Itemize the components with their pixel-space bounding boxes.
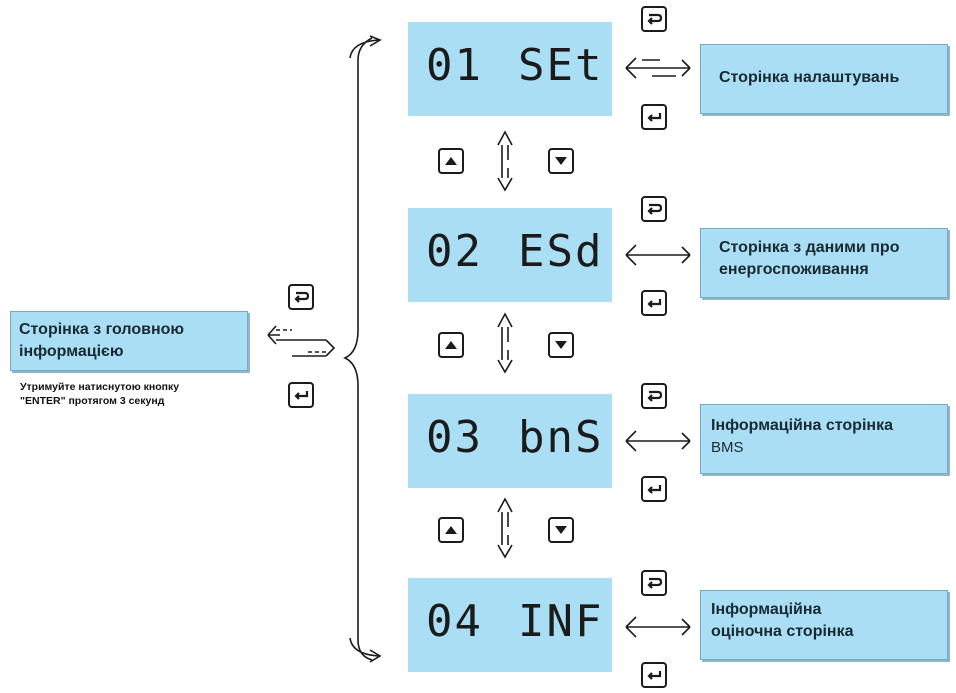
lcd-screen-2: 02 ESd: [408, 208, 612, 302]
screen4-enter-button[interactable]: [641, 662, 667, 688]
return-icon: [294, 291, 310, 303]
screen4-back-button[interactable]: [641, 570, 667, 596]
main-info-label-line2: інформацією: [19, 343, 124, 360]
hold-enter-note-line1: Утримуйте натиснутою кнопку: [20, 381, 180, 393]
evaluation-page-label-line1: Інформаційна: [711, 601, 822, 618]
brace-bottom-arrow: [349, 637, 382, 663]
up-button-1[interactable]: [438, 148, 464, 174]
screen3-back-button[interactable]: [641, 383, 667, 409]
hold-enter-note-line2: "ENTER" протягом 3 секунд: [20, 395, 165, 407]
group-brace: [343, 37, 373, 661]
down-button-1[interactable]: [548, 148, 574, 174]
main-info-box: Сторінка з головною інформацією: [10, 311, 248, 371]
enter-icon: [647, 113, 662, 122]
screen1-enter-button[interactable]: [641, 104, 667, 130]
down-arrow-icon: [555, 526, 567, 534]
down-arrow-icon: [555, 157, 567, 165]
lcd-screen-1: 01 SEt: [408, 22, 612, 116]
screen1-double-arrow: [625, 57, 691, 79]
updown-arrow-2: [497, 312, 513, 374]
main-enter-button[interactable]: [288, 382, 314, 408]
screen4-code: 04: [426, 596, 483, 647]
enter-icon: [647, 299, 662, 308]
screen2-name: ESd: [518, 226, 604, 277]
screen2-enter-button[interactable]: [641, 290, 667, 316]
screen2-code: 02: [426, 226, 483, 277]
settings-page-label: Сторінка налаштувань: [719, 69, 900, 86]
bms-page-box: Інформаційна сторінка BMS: [700, 404, 948, 474]
up-button-3[interactable]: [438, 517, 464, 543]
screen3-code: 03: [426, 412, 483, 463]
screen3-enter-button[interactable]: [641, 476, 667, 502]
screen1-back-button[interactable]: [641, 6, 667, 32]
bms-page-label-line1: Інформаційна сторінка: [711, 417, 893, 434]
return-icon: [647, 577, 663, 589]
lcd-screen-3: 03 bnS: [408, 394, 612, 488]
screen4-name: INF: [518, 596, 604, 647]
screen4-double-arrow: [625, 616, 691, 638]
enter-icon: [294, 391, 309, 400]
up-button-2[interactable]: [438, 332, 464, 358]
energy-page-label-line1: Сторінка з даними про: [719, 239, 900, 256]
screen3-name: bnS: [518, 412, 604, 463]
hold-enter-note: Утримуйте натиснутою кнопку "ENTER" прот…: [20, 380, 179, 408]
up-arrow-icon: [445, 526, 457, 534]
down-button-3[interactable]: [548, 517, 574, 543]
brace-top-arrow: [349, 35, 382, 59]
return-icon: [647, 390, 663, 402]
enter-icon: [647, 485, 662, 494]
screen1-code: 01: [426, 40, 483, 91]
bms-page-label-line2: BMS: [711, 439, 744, 456]
down-arrow-icon: [555, 341, 567, 349]
lcd-screen-4: 04 INF: [408, 578, 612, 672]
return-icon: [647, 13, 663, 25]
up-arrow-icon: [445, 157, 457, 165]
screen2-double-arrow: [625, 244, 691, 266]
updown-arrow-3: [497, 497, 513, 559]
screen3-double-arrow: [625, 430, 691, 452]
energy-page-box: Сторінка з даними про енергоспоживання: [700, 228, 948, 298]
evaluation-page-label-line2: оціночна сторінка: [711, 623, 854, 640]
main-info-label-line1: Сторінка з головною: [19, 321, 185, 338]
enter-icon: [647, 671, 662, 680]
energy-page-label-line2: енергоспоживання: [719, 261, 869, 278]
evaluation-page-box: Інформаційна оціночна сторінка: [700, 590, 948, 660]
down-button-2[interactable]: [548, 332, 574, 358]
screen1-name: SEt: [518, 40, 604, 91]
up-arrow-icon: [445, 341, 457, 349]
screen2-back-button[interactable]: [641, 196, 667, 222]
updown-arrow-1: [497, 130, 513, 192]
settings-page-box: Сторінка налаштувань: [700, 44, 948, 114]
return-icon: [647, 203, 663, 215]
main-double-arrow: [267, 325, 336, 357]
main-back-button[interactable]: [288, 284, 314, 310]
